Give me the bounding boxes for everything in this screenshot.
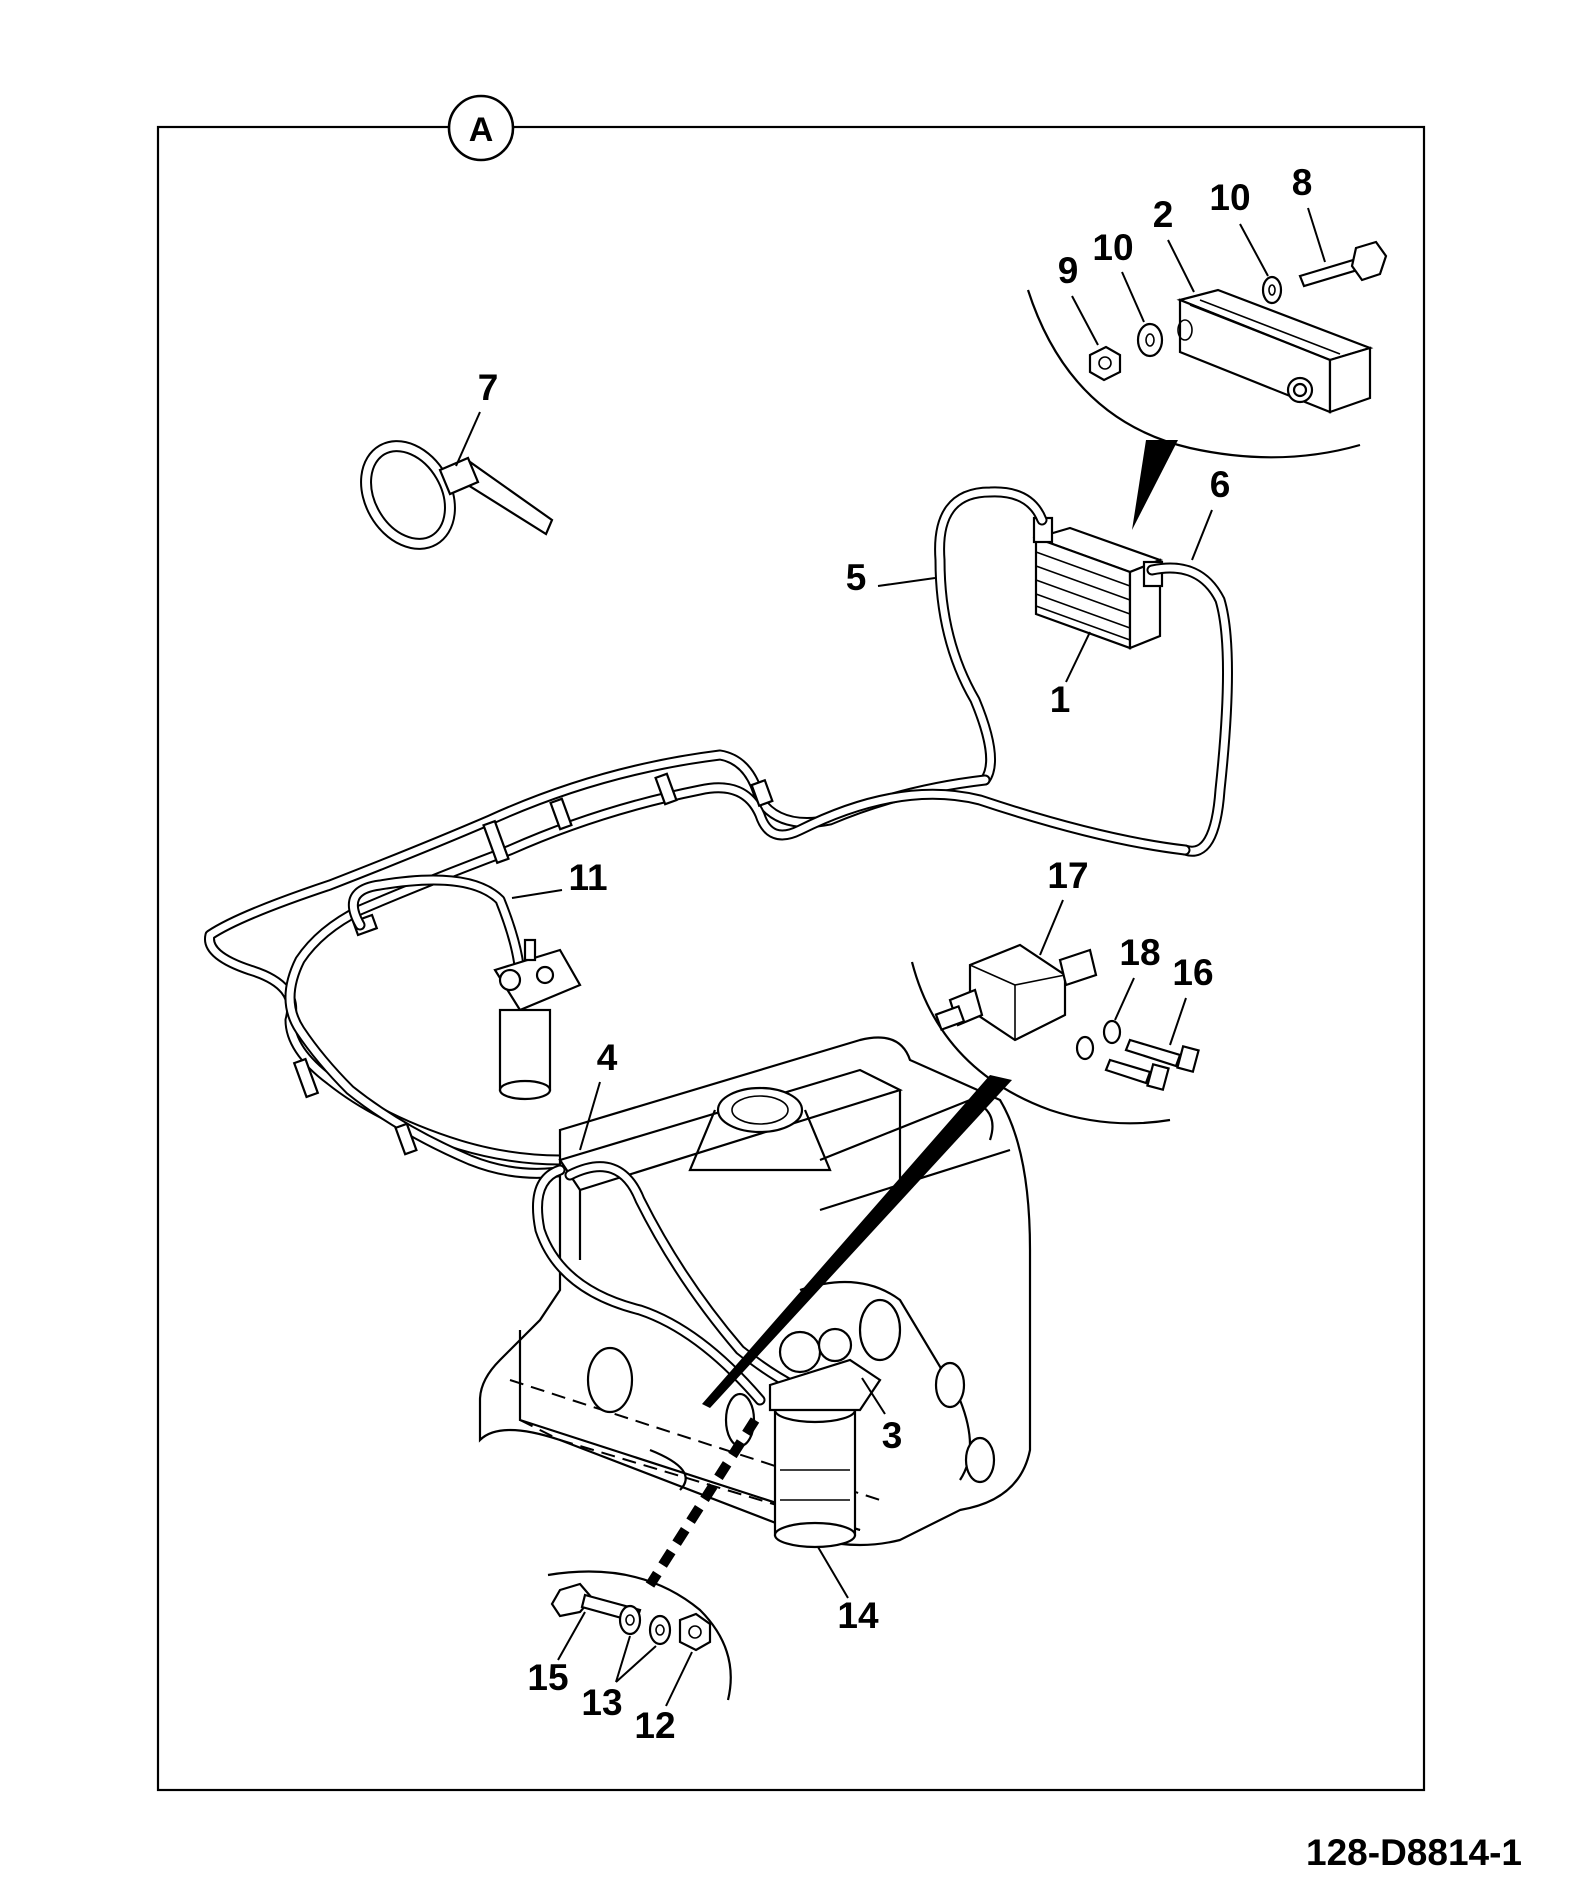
hose-to-filter-11 [347, 874, 526, 986]
hose-5 [934, 486, 1048, 786]
callout-c12: 12 [634, 1705, 675, 1746]
bolt-16 [1104, 1038, 1200, 1092]
callout-c6: 6 [1210, 464, 1231, 505]
svg-text:A: A [469, 111, 494, 149]
washer-18 [1075, 1019, 1122, 1061]
inline-filter [493, 938, 582, 1101]
callout-c18: 18 [1119, 932, 1160, 973]
callout-c3: 3 [882, 1415, 903, 1456]
callout-c16: 16 [1172, 952, 1213, 993]
diagram-frame [156, 125, 1426, 1792]
hose-6 [1146, 562, 1233, 857]
callout-c17: 17 [1047, 855, 1088, 896]
callout-c10b: 10 [1209, 177, 1250, 218]
callout-c5: 5 [846, 557, 867, 598]
pressure-switch-detail: 17 18 16 [702, 855, 1214, 1408]
hydraulic-tank [478, 1036, 1032, 1547]
pressure-switch [934, 943, 1098, 1042]
callout-c7: 7 [478, 367, 499, 408]
callout-c1: 1 [1050, 679, 1071, 720]
nut-9 [1088, 345, 1122, 382]
callout-c2: 2 [1153, 194, 1174, 235]
callout-c14: 14 [837, 1595, 879, 1636]
callout-c13: 13 [581, 1682, 622, 1723]
washers-13 [618, 1604, 672, 1646]
main-hose-run [204, 749, 1191, 1179]
filter-mount-detail: 15 13 12 [527, 1417, 760, 1746]
washer-10-right [1261, 275, 1283, 305]
callout-c15: 15 [527, 1657, 568, 1698]
drawing-reference: 128-D8814-1 [1306, 1832, 1522, 1873]
oil-cooler [1032, 516, 1164, 650]
callout-c11: 11 [568, 857, 607, 898]
nut-12 [678, 1612, 712, 1652]
view-label-badge: A [447, 94, 515, 162]
callout-c9: 9 [1058, 250, 1079, 291]
cable-tie: 7 [360, 367, 554, 550]
return-filter [768, 1327, 882, 1549]
callout-c10a: 10 [1092, 227, 1133, 268]
callout-c8: 8 [1292, 162, 1313, 203]
washer-10-left [1136, 319, 1193, 358]
bolt-8 [1298, 240, 1388, 288]
mounting-bracket [1176, 288, 1374, 414]
callout-c4: 4 [597, 1037, 618, 1078]
cooler-mount-detail: 9 10 2 10 8 [1026, 162, 1388, 530]
